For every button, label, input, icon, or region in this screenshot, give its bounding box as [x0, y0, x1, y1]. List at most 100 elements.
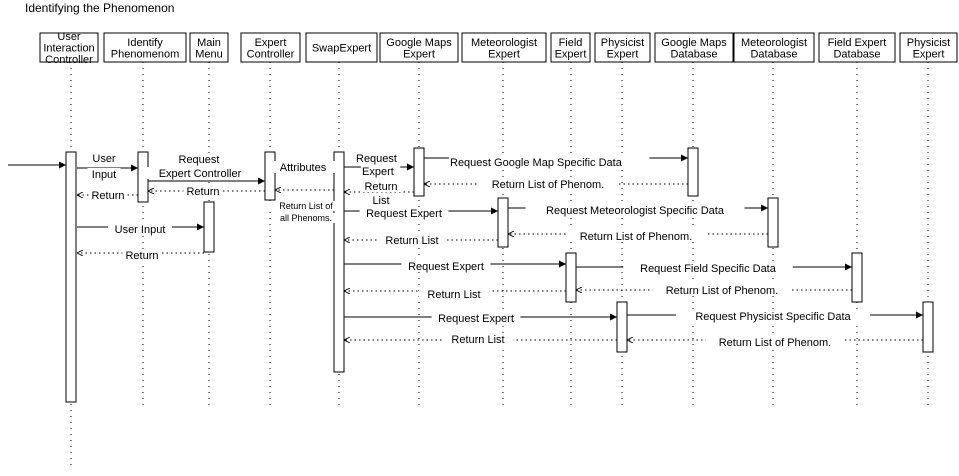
message-label: Request [179, 154, 220, 166]
participant-label: Meteorologist [741, 37, 807, 49]
participant-label: Expert [255, 37, 287, 49]
message-ret-pe: Return List [344, 333, 617, 346]
message-req-pe: Request Expert [344, 312, 617, 325]
message-label: Return [125, 250, 158, 262]
message-return-1: Return [77, 189, 138, 202]
activation-bar-gmd [687, 147, 699, 197]
participant-label: Controller [45, 54, 93, 66]
message-ret-me: Return List [344, 234, 498, 247]
message-label: Request Expert [366, 208, 442, 220]
message-label: Return List [385, 235, 438, 247]
participant-label: Expert [607, 48, 639, 60]
message-label: Return List [427, 289, 480, 301]
activation-bar-uic [65, 151, 77, 403]
message-return-3: Return [77, 249, 204, 262]
message-ret-gmd: Return List of Phenom. [424, 178, 688, 191]
participant-label: Google Maps [386, 37, 452, 49]
activation-bar-se [333, 151, 345, 373]
message-ret-ped: Return List of Phenom. [627, 336, 923, 349]
participant-label: Database [670, 48, 717, 60]
participant-label: SwapExpert [312, 43, 371, 55]
message-req-md: Request Meteorologist Specific Data [508, 204, 768, 217]
message-label: Request Meteorologist Specific Data [546, 205, 725, 217]
message-label: all Phenoms. [280, 213, 332, 223]
participant-se[interactable]: SwapExpert [305, 32, 378, 63]
activation-bar-ped [922, 301, 934, 353]
message-return-phenoms: Return List of all Phenoms. [269, 190, 343, 223]
message-label: Expert Controller [159, 168, 242, 180]
message-label: Return List [451, 334, 504, 346]
participant-label: Interaction [43, 43, 94, 55]
message-req-fe: Request Expert [344, 260, 566, 273]
message-req-gmd: Request Google Map Specific Data [424, 154, 688, 169]
message-ret-fe: Return List [344, 288, 566, 301]
participant-label: Expert [555, 48, 587, 60]
participant-label: Field [559, 37, 583, 49]
message-req-me: Request Expert [344, 207, 498, 220]
message-label: Request Physicist Specific Data [695, 311, 851, 323]
participant-label: Field Expert [828, 37, 887, 49]
message-label: Return List of [279, 201, 333, 211]
activation-bar-mm [203, 201, 215, 253]
message-label: List [372, 195, 389, 207]
activation-bar-fe [565, 252, 577, 303]
message-user-input-2: User Input [77, 223, 204, 236]
message-label: Return [186, 186, 219, 198]
message-label: Return List of Phenom. [580, 231, 693, 243]
participant-label: Meteorologist [471, 37, 537, 49]
message-label: Return List of Phenom. [666, 285, 779, 297]
participant-label: Main [197, 37, 221, 49]
message-label: User [92, 153, 116, 165]
participant-label: User [57, 31, 81, 43]
activation-bar-gme [413, 147, 425, 197]
participant-label: Database [750, 48, 797, 60]
message-label: Request Expert [408, 261, 484, 273]
activation-bar-fed [851, 252, 863, 303]
participant-label: Google Maps [661, 37, 727, 49]
participant-label: Identify [127, 37, 163, 49]
message-label: Request [356, 153, 397, 165]
message-label: User Input [115, 224, 166, 236]
participant-label: Physicist [907, 37, 950, 49]
participant-label: Physicist [601, 37, 644, 49]
message-label: Request Expert [438, 313, 514, 325]
activation-bar-ec [264, 151, 276, 201]
message-label: Request Field Specific Data [640, 263, 777, 275]
participant-label: Database [833, 48, 880, 60]
participant-label: Expert [488, 48, 520, 60]
message-label: Return List of Phenom. [492, 179, 605, 191]
participant-label: Controller [247, 48, 295, 60]
activation-bar-md [767, 197, 779, 248]
activation-bar-pe [616, 301, 628, 353]
message-req-ped: Request Physicist Specific Data [627, 310, 923, 323]
participant-label: Phenomenom [111, 48, 180, 60]
message-label: Attributes [280, 162, 327, 174]
message-label: Return [91, 190, 124, 202]
participant-label: Expert [403, 48, 435, 60]
message-ret-md: Return List of Phenom. [508, 230, 768, 243]
message-req-fed: Request Field Specific Data [576, 262, 852, 275]
message-label: Request Google Map Specific Data [450, 157, 623, 169]
participant-label: Expert [913, 48, 945, 60]
participant-label: Menu [195, 48, 223, 60]
message-return-2: Return [148, 185, 265, 198]
diagram-title: Identifying the Phenomenon [25, 1, 174, 15]
message-label: Expert [362, 166, 394, 178]
message-attributes: Attributes [271, 161, 335, 174]
